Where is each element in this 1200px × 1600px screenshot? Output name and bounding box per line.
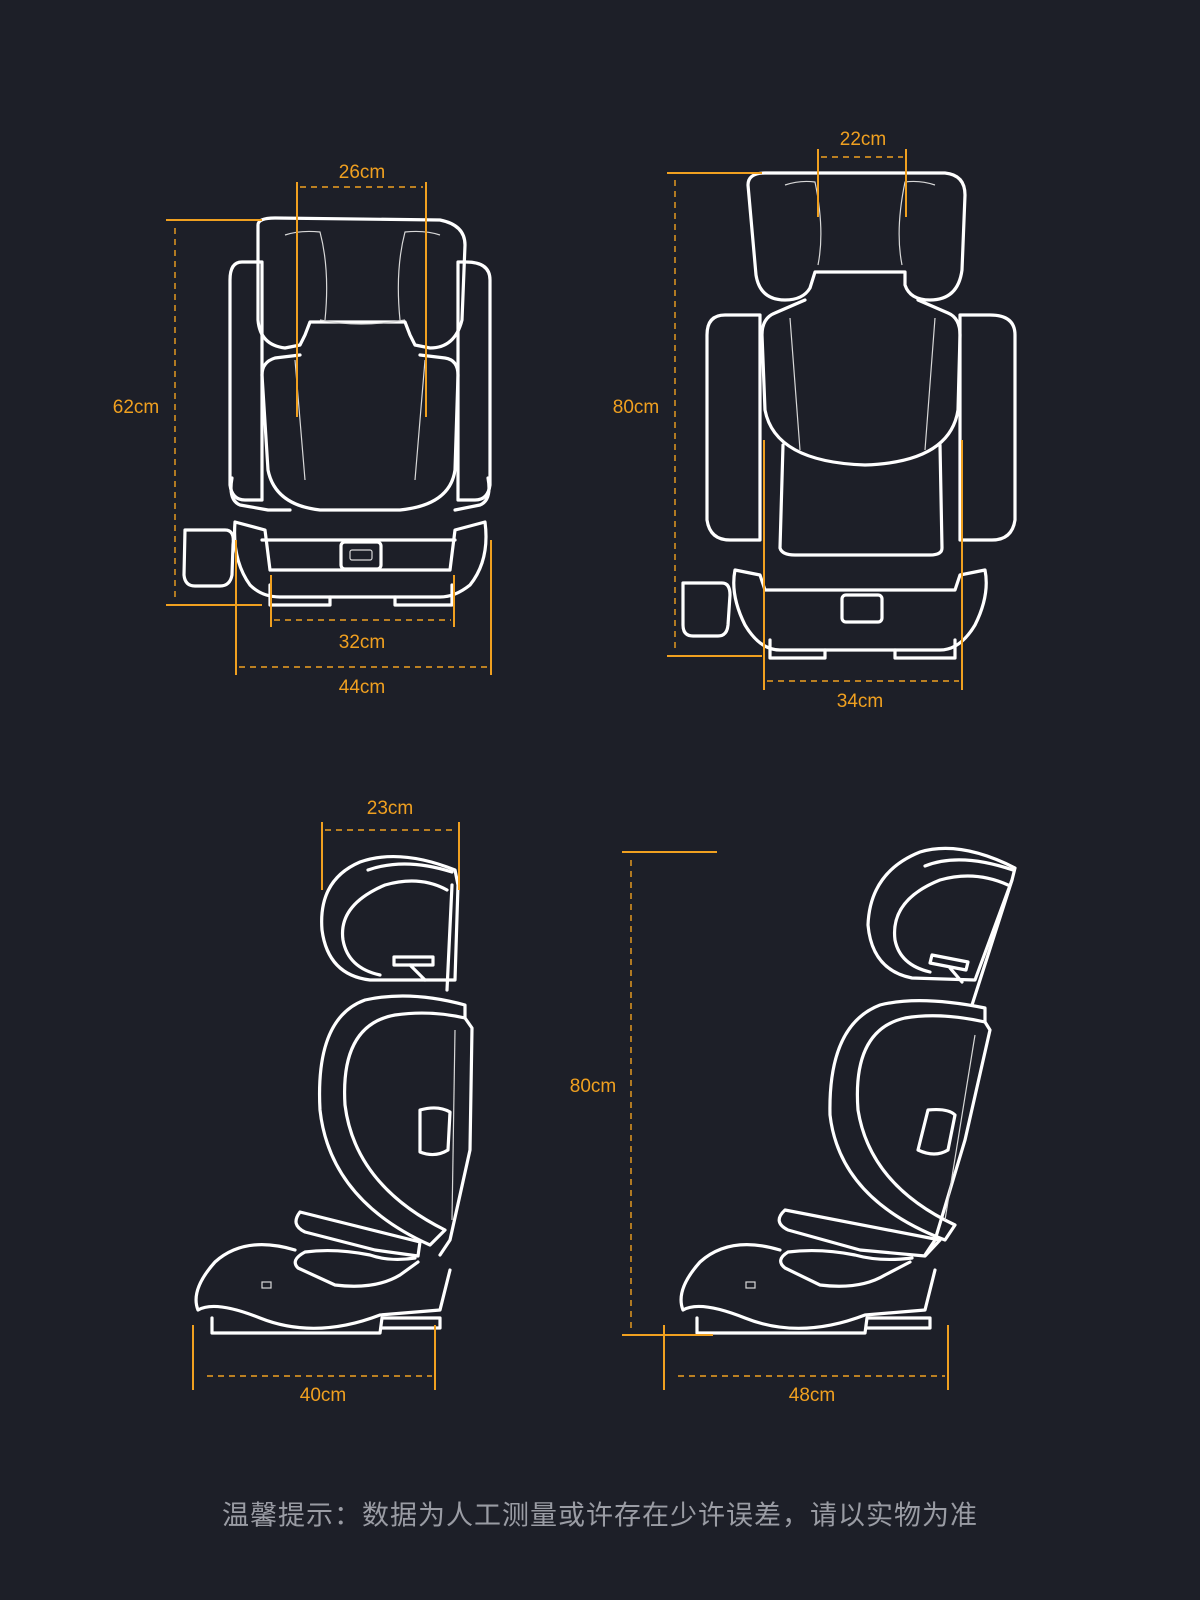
dimension-lines [166,149,963,1390]
front-view-collapsed [182,216,492,607]
front-extended-height-label: 80cm [612,397,660,418]
side-collapsed-headrest-depth-label: 23cm [366,798,414,819]
side-collapsed-base-depth-label: 40cm [299,1385,347,1406]
side-view-extended [679,846,1017,1335]
front-collapsed-base-width-label: 44cm [338,677,386,698]
front-collapsed-headrest-width-label: 26cm [338,162,386,183]
front-extended-headrest-width-label: 22cm [839,129,887,150]
side-extended-height-label: 80cm [569,1076,617,1097]
disclaimer-note: 温馨提示：数据为人工测量或许存在少许误差，请以实物为准 [222,1500,978,1531]
front-collapsed-seat-width-label: 32cm [338,632,386,653]
side-extended-base-depth-label: 48cm [788,1385,836,1406]
front-view-extended [681,171,1017,660]
front-extended-seat-width-label: 34cm [836,691,884,712]
front-collapsed-height-label: 62cm [112,397,160,418]
side-view-collapsed [194,854,474,1335]
